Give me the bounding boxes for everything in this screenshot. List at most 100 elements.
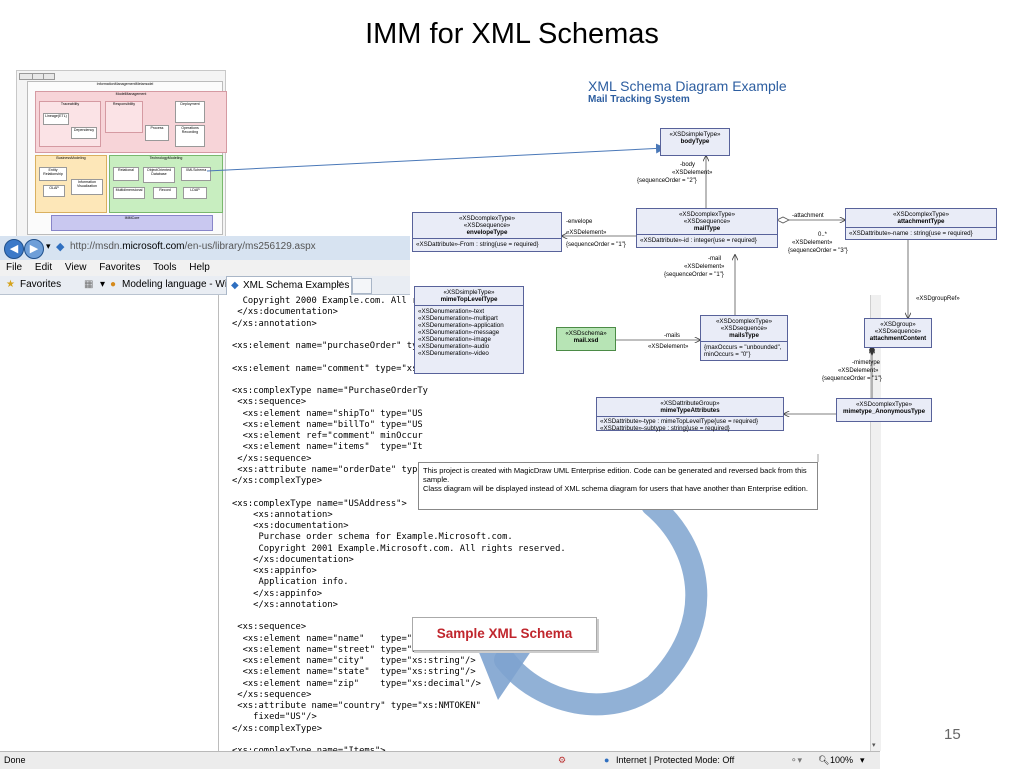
note-text: This project is created with MagicDraw U… [423,466,813,493]
tab-xml-schema-examples[interactable]: ◆ XML Schema Examples × [226,276,352,295]
thumb-label: ObjectOriented Database [146,168,172,176]
thumb-label: Deployment [180,102,200,106]
code-line: <xs:complexType name="Items"> [232,746,386,751]
mailstype-stereo1: «XSDcomplexType» [715,318,773,325]
thumb-label: Traceability [60,102,80,106]
history-dropdown-icon[interactable]: ▾ [46,241,51,251]
mailstype-attr2: minOccurs = "0"} [704,351,751,358]
menu-view[interactable]: View [64,262,87,273]
thumb-label: LDAP [190,188,200,192]
mailstype-stereo2: «XSDsequence» [720,325,768,332]
thumb-lineage: Lineage(ETL) [43,113,69,125]
menu-file[interactable]: File [6,262,23,273]
code-line: <xs:annotation> [232,509,333,520]
thumb-label: Record [159,188,171,192]
thumb-label: Information Visualization [76,180,98,188]
protected-mode-icon[interactable]: ⚬▾ [790,755,803,765]
code-line: </xs:sequence> [232,689,312,700]
attachcontent-stereo1: «XSDgroup» [880,321,916,328]
code-line: </xs:appinfo> [232,588,323,599]
thumb-xml-schema: XMLSchema [181,167,211,181]
forward-icon[interactable]: ▶ [24,239,44,259]
envelopetype-stereo2: «XSDsequence» [463,222,511,229]
attachmenttype-stereo: «XSDcomplexType» [892,211,950,218]
code-line: <xs:complexType name="USAddress"> [232,498,407,509]
close-tab-icon[interactable]: × [337,279,343,290]
label-mimetype-element: «XSDelement» [838,368,879,374]
mimeattr-name: mimeTypeAttributes [660,407,720,414]
code-line: <xs:element name="zip" type="xs:decimal"… [232,678,481,689]
mailstype-attr1: {maxOccurs = "unbounded", [704,344,782,351]
zone-status: Internet | Protected Mode: Off [616,755,735,765]
thumb-info-vis: Information Visualization [71,179,103,195]
favorites-button[interactable]: Favorites [20,279,62,290]
enum-item: «XSDenumeration»-message [418,329,500,336]
favorites-star-icon[interactable]: ★ [6,279,15,290]
code-line: </xs:annotation> [232,599,338,610]
thumb-traceability: Traceability [39,101,101,147]
url-path: /en-us/library/ms256129.aspx [184,241,316,252]
attachmenttype-name: attachmentType [897,218,945,225]
code-line: <xs:element name="street" type="xs [232,644,423,655]
mailtype-stereo2: «XSDsequence» [683,218,731,225]
label-body-element: «XSDelement» [672,170,713,176]
url-field[interactable]: http://msdn.microsoft.com/en-us/library/… [70,241,316,252]
enum-item: «XSDenumeration»-video [418,350,489,357]
attachcontent-name: attachmentContent [869,335,927,342]
back-icon[interactable]: ◀ [4,239,24,259]
url-prefix: http://msdn. [70,241,123,252]
label-body-seq: {sequenceOrder = "2"} [637,178,697,184]
zoom-icon[interactable]: 🔍︎ [818,755,830,765]
zoom-dropdown-icon[interactable]: ▾ [860,755,865,765]
label-attachment-mult: 0..* [818,232,828,238]
code-line: <xs:element name="state" type="xs:string… [232,667,476,678]
menu-favorites[interactable]: Favorites [99,262,141,273]
code-line: <xs:element name="shipTo" type="US [232,408,423,419]
thumb-label: BusinessModeling [56,156,86,160]
diagram-title: XML Schema Diagram Example [588,78,787,94]
favorites-bar: ★ Favorites ▦ ▾ ● Modeling language - Wi… [0,276,410,295]
mimetypeattributes-group: «XSDattributeGroup»mimeTypeAttributes «X… [596,397,784,432]
label-mails-element: «XSDelement» [648,344,689,350]
tab-list-dropdown-icon[interactable]: ▾ [100,279,106,290]
menu-edit[interactable]: Edit [34,262,53,273]
code-line: <xs:element name="city" type="xs:string"… [232,656,476,666]
enum-item: «XSDenumeration»-text [418,308,485,315]
label-body: -body [680,162,696,168]
thumb-entity: Entity Relationship [39,167,67,181]
label-attachment: -attachment [792,213,824,219]
zoom-level[interactable]: 100% [830,755,854,765]
mailxsd-stereo: «XSDschema» [565,330,607,337]
vertical-scrollbar[interactable]: ▾ [870,295,881,751]
quick-tabs-icon[interactable]: ▦ [84,279,94,290]
mimetopleveltype-class: «XSDsimpleType»mimeTopLevelType «XSDenum… [414,286,524,374]
code-line: <xs:attribute name="country" type="xs:NM… [232,701,481,711]
menu-tools[interactable]: Tools [153,262,177,273]
aggregation-diamond [776,216,790,224]
thumb-label: Operations Recording [181,126,199,134]
tab-modeling-language[interactable]: Modeling language - Wiki... [122,279,243,290]
label-envelope-seq: {sequenceOrder = "1"} [566,242,626,248]
label-mails: -mails [664,333,680,339]
new-tab-button[interactable] [352,278,372,294]
mimetop-stereo: «XSDsimpleType» [443,289,495,296]
bodytype-name: bodyType [680,138,710,145]
thumbnail-link-arrow [206,143,666,172]
thumb-relational: Relational [113,167,139,181]
thumb-label: TechnologyModeling [149,156,183,160]
thumb-label: InformationManagementMetamodel [96,82,154,86]
mailstype-name: mailsType [729,332,759,339]
menu-bar: File Edit View Favorites Tools Help [0,260,410,276]
code-line: <xs:attribute name="orderDate" type [232,464,423,475]
scroll-down-icon[interactable]: ▾ [872,742,876,749]
attachmentcontent-group: «XSDgroup»«XSDsequence»attachmentContent [864,318,932,348]
bodytype-stereo: «XSDsimpleType» [669,131,721,138]
label-envelope-element: «XSDelement» [566,230,607,236]
thumb-multidim: Multidimensional [113,187,145,199]
browser-left-pane [0,295,219,751]
menu-help[interactable]: Help [189,262,210,273]
envelopetype-attr: «XSDattribute»-From : string{use = requi… [416,241,539,248]
page-favicon-icon: ◆ [56,241,65,253]
thumb-ldap: LDAP [183,187,207,199]
code-line: </xs:annotation> [232,318,317,329]
